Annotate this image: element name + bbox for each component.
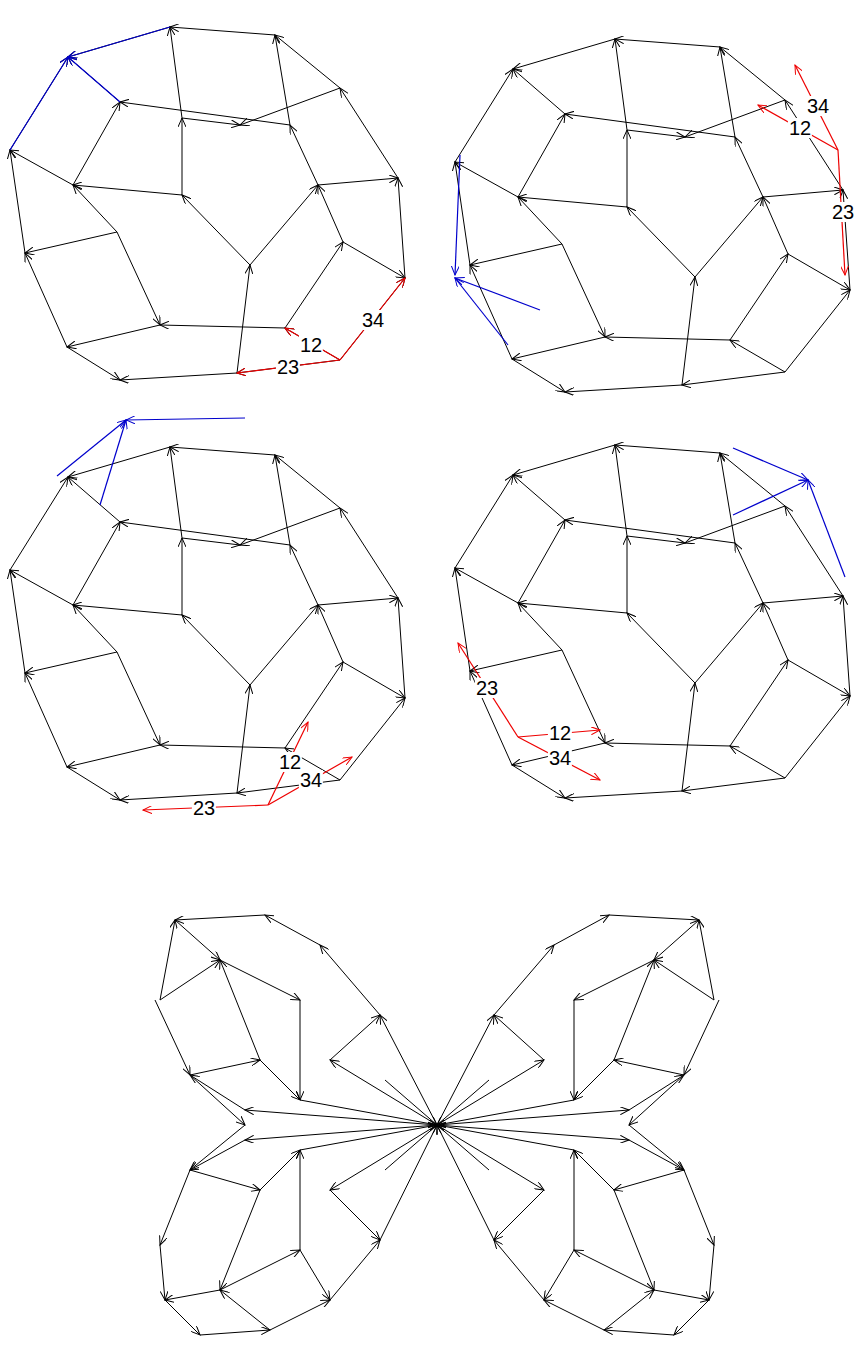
graph-line xyxy=(733,480,808,515)
graph-line xyxy=(340,278,405,360)
blue-path xyxy=(455,155,540,345)
edge-label: 34 xyxy=(361,310,385,330)
graph-line xyxy=(68,57,120,102)
red-edges xyxy=(143,722,352,810)
edge-label: 34 xyxy=(806,96,830,116)
red-edges xyxy=(237,278,405,373)
butterfly-graph xyxy=(155,915,437,1335)
graph-line xyxy=(455,278,508,345)
blue-path xyxy=(10,27,170,150)
graph-line xyxy=(10,57,68,150)
edge-label: 12 xyxy=(788,118,812,138)
polytope-graph xyxy=(10,447,405,800)
polytope-graph xyxy=(10,27,405,380)
polytope-graph xyxy=(455,445,850,798)
graph-line xyxy=(518,737,600,780)
graph-line xyxy=(68,27,170,57)
edge-label: 34 xyxy=(548,748,572,768)
edge-label: 23 xyxy=(192,798,216,818)
blue-path xyxy=(733,448,845,577)
graph-line xyxy=(285,328,340,360)
butterfly-graph xyxy=(437,915,719,1335)
edge-label: 12 xyxy=(278,752,302,772)
graph-line xyxy=(126,418,245,420)
blue-path xyxy=(57,418,245,505)
graph-line xyxy=(455,155,460,275)
graph-line xyxy=(733,448,808,480)
red-edges xyxy=(758,65,845,275)
edge-label: 23 xyxy=(475,678,499,698)
edge-label: 34 xyxy=(299,770,323,790)
edge-label: 12 xyxy=(299,335,323,355)
graph-line xyxy=(458,643,518,737)
edge-label: 23 xyxy=(276,357,300,377)
graph-line xyxy=(268,722,308,805)
edge-label: 23 xyxy=(831,202,855,222)
graph-line xyxy=(100,420,126,505)
edge-label: 12 xyxy=(548,723,572,743)
red-edges xyxy=(458,643,600,780)
graph-line xyxy=(808,480,845,577)
polytope-graph xyxy=(455,39,850,392)
graph-line xyxy=(57,420,126,476)
